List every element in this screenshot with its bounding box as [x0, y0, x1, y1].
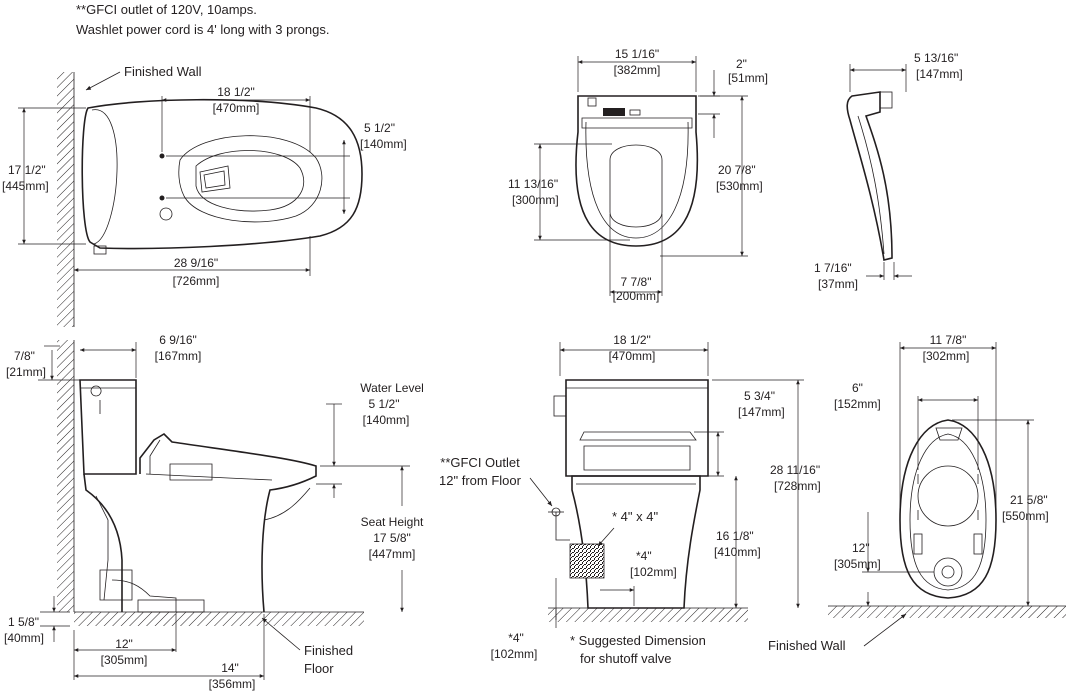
finished-floor-label-2: Floor [304, 661, 334, 676]
dim-top-depth: 2" [736, 57, 747, 71]
dim-bowl-height-mm: [410mm] [714, 545, 761, 559]
dim-water-level-mm: [140mm] [363, 413, 410, 427]
dim-opening-width-mm: [200mm] [613, 289, 660, 303]
dim-bottom-length: 21 5/8" [1010, 493, 1048, 507]
dim-tank-width: 17 1/2" [8, 163, 46, 177]
dim-tank-depth-mm: [167mm] [155, 349, 202, 363]
dim-bottom-rough-mm: [305mm] [834, 557, 881, 571]
dim-seat-width: 15 1/16" [615, 47, 659, 61]
dim-bowl-length-mm: [470mm] [213, 101, 260, 115]
finished-floor-label: Finished [304, 643, 353, 658]
water-level-label: Water Level [360, 381, 424, 395]
dim-bottom-width-mm: [302mm] [923, 349, 970, 363]
note-power-cord: Washlet power cord is 4' long with 3 pro… [76, 22, 329, 37]
front-view: 18 1/2" [470mm] **GFCI Outlet 12" from F… [439, 333, 821, 666]
dim-base-depth: 14" [221, 661, 239, 675]
shutoff-box [569, 543, 605, 579]
dim-lid-height: 5 3/4" [744, 389, 775, 403]
dim-shutoff-offset: *4" [508, 631, 524, 645]
dim-bottom-inner-width-mm: [152mm] [834, 397, 881, 411]
dim-base-height: 1 5/8" [8, 615, 39, 629]
dim-box-size: * 4" x 4" [612, 509, 658, 524]
dim-seat-length: 20 7/8" [718, 163, 756, 177]
note-gfci-rating: **GFCI outlet of 120V, 10amps. [76, 2, 257, 17]
bottom-finished-wall-label: Finished Wall [768, 638, 846, 653]
dim-tank-depth: 6 9/16" [159, 333, 197, 347]
dim-opening-length-mm: [300mm] [512, 193, 559, 207]
seat-height-label: Seat Height [361, 515, 424, 529]
dim-water-level: 5 1/2" [369, 397, 400, 411]
front-floor-hatch [548, 608, 748, 622]
dim-overall-length: 28 9/16" [174, 256, 218, 270]
dim-tank-lid-offset-mm: [21mm] [6, 365, 46, 379]
finished-wall-hatch [57, 72, 74, 327]
dim-box-height-mm: [102mm] [630, 565, 677, 579]
dim-seat-length-mm: [530mm] [716, 179, 763, 193]
dim-seat-side-height-mm: [147mm] [916, 67, 963, 81]
gfci-outlet-label: **GFCI Outlet [440, 455, 520, 470]
dim-overall-length-mm: [726mm] [173, 274, 220, 288]
dim-box-height: *4" [636, 549, 652, 563]
dim-total-height-mm: [728mm] [774, 479, 821, 493]
dim-bottom-rough: 12" [852, 541, 870, 555]
dim-opening-length: 11 13/16" [508, 177, 558, 191]
dim-rough-in-mm: [305mm] [101, 653, 148, 667]
seat-side-view: 5 13/16" [147mm] 1 7/16" [37mm] [814, 51, 963, 291]
dim-bottom-inner-width: 6" [852, 381, 863, 395]
finished-wall-label: Finished Wall [124, 64, 202, 79]
dim-base-height-mm: [40mm] [4, 631, 44, 645]
side-floor-hatch [74, 612, 364, 626]
dim-seat-thickness: 1 7/16" [814, 261, 852, 275]
dim-seat-thickness-mm: [37mm] [818, 277, 858, 291]
dim-bottom-length-mm: [550mm] [1002, 509, 1049, 523]
dim-hole-offset-mm: [140mm] [360, 137, 407, 151]
dim-rough-in: 12" [115, 637, 133, 651]
dim-tank-lid-offset: 7/8" [14, 349, 35, 363]
dim-opening-width: 7 7/8" [621, 275, 652, 289]
dim-lid-height-mm: [147mm] [738, 405, 785, 419]
dim-seat-height: 17 5/8" [373, 531, 411, 545]
bottom-wall-hatch [828, 606, 1066, 618]
dim-front-tank-width: 18 1/2" [613, 333, 651, 347]
suggested-dimension-note-2: for shutoff valve [580, 651, 672, 666]
dim-seat-side-height: 5 13/16" [914, 51, 958, 65]
top-view: Finished Wall 18 1/2" [470mm] 5 1/2" [14… [2, 64, 407, 327]
dim-top-depth-mm: [51mm] [728, 71, 768, 85]
seat-front-view: 15 1/16" [382mm] 2" [51mm] 11 13/16" [30… [508, 47, 768, 303]
dim-bowl-length: 18 1/2" [217, 85, 255, 99]
dim-front-tank-width-mm: [470mm] [609, 349, 656, 363]
dim-shutoff-offset-mm: [102mm] [491, 647, 538, 661]
dim-base-depth-mm: [356mm] [209, 677, 256, 691]
dim-seat-width-mm: [382mm] [614, 63, 661, 77]
dim-bowl-height: 16 1/8" [716, 529, 754, 543]
dim-tank-width-mm: [445mm] [2, 179, 49, 193]
dim-total-height: 28 11/16" [770, 463, 820, 477]
suggested-dimension-note: * Suggested Dimension [570, 633, 706, 648]
bottom-view: 11 7/8" [302mm] 6" [152mm] 21 5/8" [550m… [768, 333, 1066, 653]
side-wall-hatch [57, 340, 74, 612]
dim-seat-height-mm: [447mm] [369, 547, 416, 561]
dim-hole-offset: 5 1/2" [364, 121, 395, 135]
gfci-outlet-height: 12" from Floor [439, 473, 522, 488]
side-view: 7/8" [21mm] 6 9/16" [167mm] Water Level … [4, 333, 424, 691]
dim-bottom-width: 11 7/8" [930, 333, 967, 347]
